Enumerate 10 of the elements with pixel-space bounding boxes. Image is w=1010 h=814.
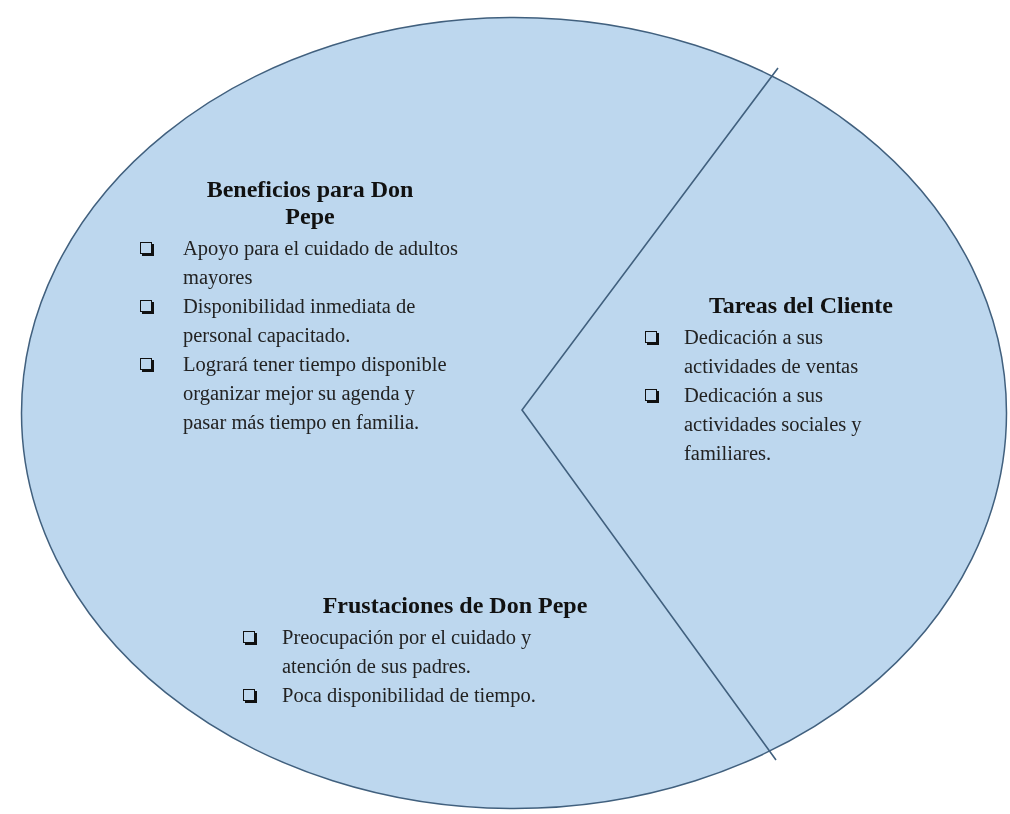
- section-heading: Frustaciones de Don Pepe: [321, 592, 589, 619]
- list-item-text: Logrará tener tiempo disponible organizar mejor su agenda y pasar más tiempo en familia.: [183, 352, 448, 436]
- list-item-text: Dedicación a sus actividades sociales y familiares.: [684, 383, 863, 466]
- list-item-text: Preocupación por el cuidado y atención de sus padres.: [282, 625, 533, 680]
- list-item-text: Poca disponibilidad de tiempo.: [282, 683, 537, 709]
- list-item-text: Apoyo para el cuidado de adultos mayores: [183, 236, 459, 291]
- list-item-text: Disponibilidad inmediata de personal capacitado.: [183, 294, 417, 349]
- section-heading: Tareas del Cliente: [708, 292, 894, 319]
- list-item-text: Dedicación a sus actividades de ventas: [684, 325, 860, 379]
- section-heading: Beneficios para Don Pepe: [205, 176, 415, 230]
